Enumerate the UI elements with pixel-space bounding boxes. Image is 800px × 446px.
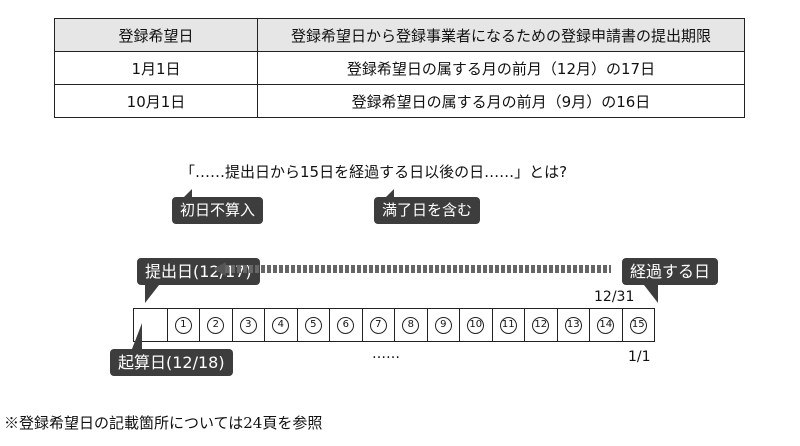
question-text: 「……提出日から15日を経過する日以後の日……」とは?: [180, 163, 568, 181]
day-number: 1: [174, 316, 192, 334]
cell-date: 1月1日: [54, 51, 258, 85]
day-cell: 2: [199, 309, 232, 341]
cell-deadline: 登録希望日の属する月の前月（12月）の17日: [257, 51, 745, 85]
day-number: 14: [597, 316, 615, 334]
day-strip: 1 2 3 4 5 6 7 8 9 10 11 12 13 14 15: [133, 308, 655, 342]
arrow-shaft: [225, 265, 611, 273]
day-number: 5: [304, 316, 322, 334]
deadline-table: 登録希望日 登録希望日から登録事業者になるための登録申請書の提出期限 1月1日 …: [54, 18, 745, 118]
label-full-term-included: 満了日を含む: [374, 189, 481, 224]
day-cell: 14: [589, 309, 622, 341]
arrow-head-icon: [213, 262, 226, 276]
day-number: 8: [402, 316, 420, 334]
day-cell: 3: [231, 309, 265, 341]
label-elapsed-day: 経過する日: [622, 258, 719, 303]
day-number: 13: [564, 316, 582, 334]
day-cell: 13: [556, 309, 590, 341]
cell-deadline: 登録希望日の属する月の前月（9月）の16日: [257, 84, 745, 118]
table-header-row: 登録希望日 登録希望日から登録事業者になるための登録申請書の提出期限: [54, 18, 745, 52]
day-number: 9: [434, 316, 452, 334]
day-cell: 5: [296, 309, 330, 341]
cell-date: 10月1日: [54, 84, 258, 118]
day-cell: 1: [166, 309, 200, 341]
label-initial-day-excluded: 初日不算入: [172, 189, 264, 224]
header-deadline: 登録希望日から登録事業者になるための登録申請書の提出期限: [257, 18, 745, 52]
day-cell: 12: [524, 309, 557, 341]
date-1-1: 1/1: [628, 349, 651, 365]
day-number: 15: [629, 316, 647, 334]
day-cell: 8: [394, 309, 427, 341]
day-cell: 4: [264, 309, 297, 341]
day-cell: 6: [329, 309, 362, 341]
day-cell: 15: [621, 309, 655, 341]
day-cell: 9: [426, 309, 460, 341]
day-number: 12: [532, 316, 550, 334]
arrow-left: [213, 262, 611, 276]
date-12-31: 12/31: [594, 289, 635, 305]
footnote: ※登録希望日の記載箇所については24頁を参照: [4, 414, 323, 432]
table-row: 1月1日 登録希望日の属する月の前月（12月）の17日: [54, 51, 745, 85]
header-desired-date: 登録希望日: [54, 18, 258, 52]
day-cell: 7: [361, 309, 395, 341]
table-row: 10月1日 登録希望日の属する月の前月（9月）の16日: [54, 84, 745, 118]
day-number: 3: [239, 316, 257, 334]
day-number: 4: [272, 316, 290, 334]
day-number: 11: [499, 316, 517, 334]
day-number: 6: [337, 316, 355, 334]
day-number: 7: [369, 316, 387, 334]
day-cell: 11: [491, 309, 525, 341]
day-number: 10: [467, 316, 485, 334]
day-number: 2: [207, 316, 225, 334]
ellipsis: ……: [372, 346, 400, 362]
label-start-count: 起算日(12/18): [110, 323, 233, 376]
day-cell: 10: [459, 309, 492, 341]
